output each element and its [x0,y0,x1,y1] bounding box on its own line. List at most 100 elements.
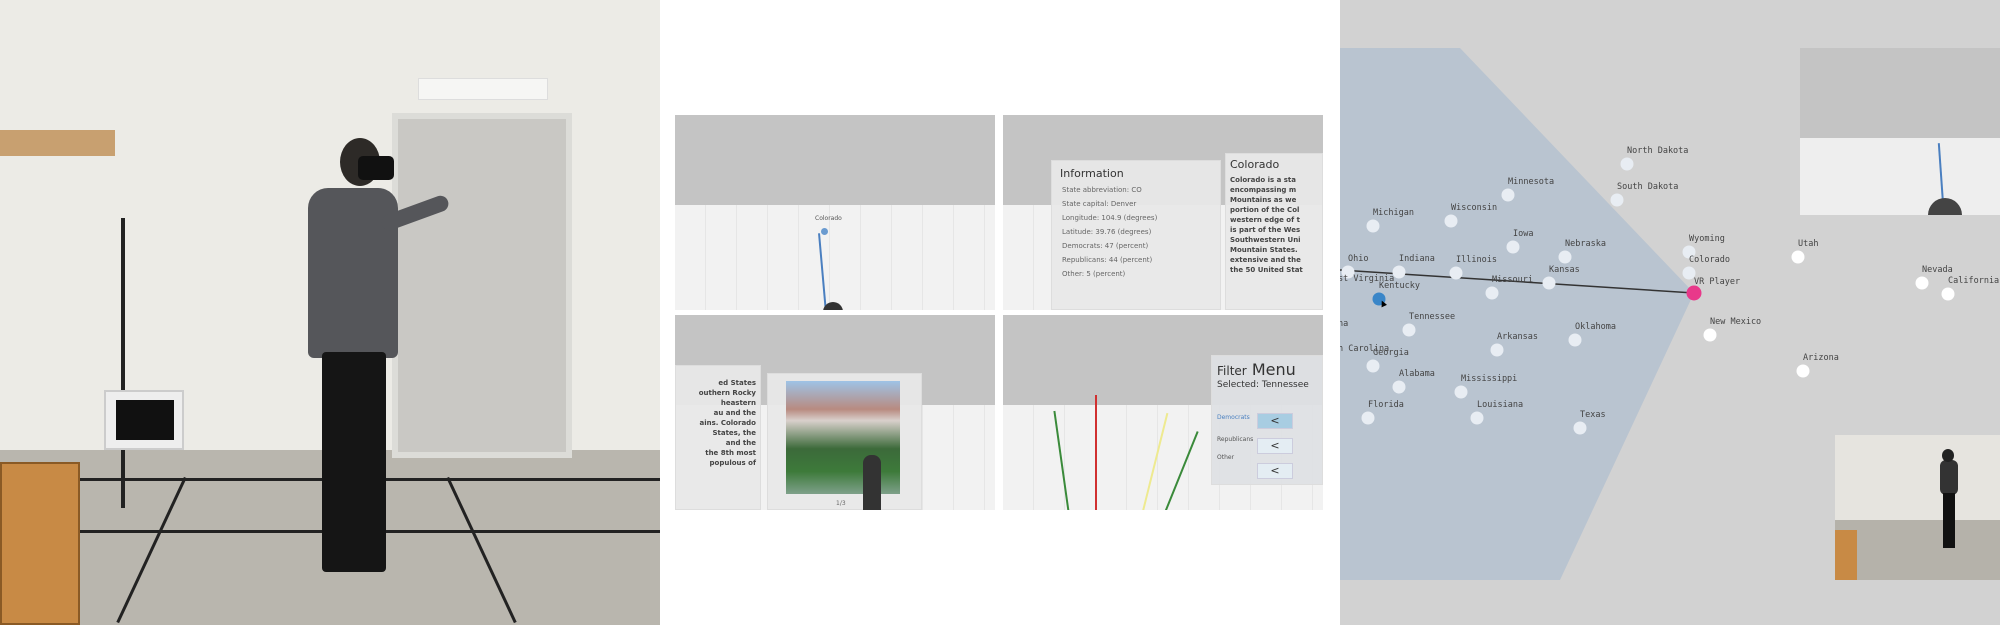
text-line: encompassing m [1230,186,1297,194]
cabinet [1835,530,1857,580]
state-label-illinois: Illinois [1456,255,1497,265]
text-line: the 8th most [705,449,756,457]
vr-headset [358,156,394,180]
state-point-mississippi[interactable] [1454,385,1468,399]
controller [863,455,881,510]
state-point-south-dakota[interactable] [1610,193,1624,207]
info-line: Longitude: 104.9 (degrees) [1062,214,1158,222]
state-point-missouri[interactable] [1485,286,1499,300]
state-point-california[interactable] [1941,287,1955,301]
state-point-wisconsin[interactable] [1444,214,1458,228]
state-point-alabama[interactable] [1392,380,1406,394]
person-legs [1943,493,1955,548]
other-decrease-button[interactable]: < [1257,463,1293,479]
state-label: Colorado [815,215,842,222]
state-label-st-virginia: st Virginia [1340,274,1395,284]
republicans-decrease-button[interactable]: < [1257,438,1293,454]
text-line: is part of the Wes [1230,226,1301,234]
state-label-arkansas: Arkansas [1497,332,1538,342]
state-point-utah[interactable] [1791,250,1805,264]
filter-menu: Filter Menu Selected: Tennessee Democrat… [1211,355,1323,485]
state-point-nevada[interactable] [1915,276,1929,290]
state-point-iowa[interactable] [1506,240,1520,254]
vr-ground-grid [675,205,995,310]
state-point-florida[interactable] [1361,411,1375,425]
information-panel: Information State abbreviation: CO State… [1051,160,1221,310]
state-label-tennessee: Tennessee [1409,312,1456,322]
state-label-louisiana: Louisiana [1477,400,1524,410]
state-point-minnesota[interactable] [1501,188,1515,202]
text-line: ed States [718,379,756,387]
person [308,188,398,358]
text-line: ains. Colorado [699,419,756,427]
state-point-north-dakota[interactable] [1620,157,1634,171]
democrats-decrease-button[interactable]: < [1257,413,1293,429]
text-line: Mountains as we [1230,196,1297,204]
state-point-arizona[interactable] [1796,364,1810,378]
text-line: populous of [709,459,756,467]
text-line: the 50 United Stat [1230,266,1303,274]
state-label-south-dakota: South Dakota [1617,182,1679,192]
state-label-wyoming: Wyoming [1689,234,1725,244]
filter-label-other: Other [1217,454,1235,461]
filter-title: Menu [1251,360,1296,379]
state-label-nebraska: Nebraska [1565,239,1606,249]
state-sphere [821,228,828,235]
text-line: and the [725,439,756,447]
state-point-arkansas[interactable] [1490,343,1504,357]
info-line: Latitude: 39.76 (degrees) [1062,228,1152,236]
state-label-mississippi: Mississippi [1461,374,1518,384]
state-label-texas: Texas [1580,410,1606,420]
mountain-photo [786,381,900,494]
state-point-texas[interactable] [1573,421,1587,435]
vr-ground-grid [1800,138,2000,215]
state-label-nevada: Nevada [1922,265,1953,275]
floor [1835,520,2000,580]
state-point-indiana[interactable] [1392,265,1406,279]
filter-title-prefix: Filter [1217,364,1247,378]
controller [823,302,843,310]
state-point-tennessee[interactable] [1402,323,1416,337]
person [1940,460,1958,495]
text-line: au and the [713,409,756,417]
state-label-colorado: Colorado [1689,255,1730,265]
state-point-oklahoma[interactable] [1568,333,1582,347]
state-point-wyoming[interactable] [1682,245,1696,259]
state-point-louisiana[interactable] [1470,411,1484,425]
info-line: State abbreviation: CO [1062,186,1142,194]
view-cone-area [1340,48,1694,580]
filter-label-democrats: Democrats [1217,414,1250,421]
filter-selected: Selected: Tennessee [1217,380,1309,390]
text-line: heastern [720,399,756,407]
state-point-kansas[interactable] [1542,276,1556,290]
state-point-illinois[interactable] [1449,266,1463,280]
state-label-missouri: Missouri [1492,275,1533,285]
text-line: extensive and the [1230,256,1301,264]
state-label-iowa: Iowa [1513,229,1534,239]
state-point-kentucky[interactable] [1372,292,1386,306]
text-line: Southwestern Uni [1230,236,1301,244]
state-point-nebraska[interactable] [1558,250,1572,264]
controller [1928,198,1962,215]
cabinet [0,462,80,625]
state-point-georgia[interactable] [1366,359,1380,373]
state-label-kentucky: Kentucky [1379,281,1420,291]
state-label-florida: Florida [1368,400,1404,410]
state-point-michigan[interactable] [1366,219,1380,233]
vr-view-inset [1800,48,2000,215]
state-label-oklahoma: Oklahoma [1575,322,1616,332]
description-title: Colorado [1230,158,1280,171]
info-line: State capital: Denver [1062,200,1137,208]
state-point-ohio[interactable] [1341,265,1355,279]
state-label-north-dakota: North Dakota [1627,146,1689,156]
person-legs [322,352,386,572]
page-indicator: 1/3 [836,500,846,507]
state-point-new-mexico[interactable] [1703,328,1717,342]
state-point-colorado[interactable] [1682,266,1696,280]
state-label-ohio: Ohio [1348,254,1369,264]
text-line: Colorado is a sta [1230,176,1296,184]
description-panel: ed States outhern Rocky heastern au and … [675,365,761,510]
state-label-minnesota: Minnesota [1508,177,1555,187]
filter-label-republicans: Republicans [1217,436,1254,443]
state-label-georgia: Georgia [1373,348,1409,358]
